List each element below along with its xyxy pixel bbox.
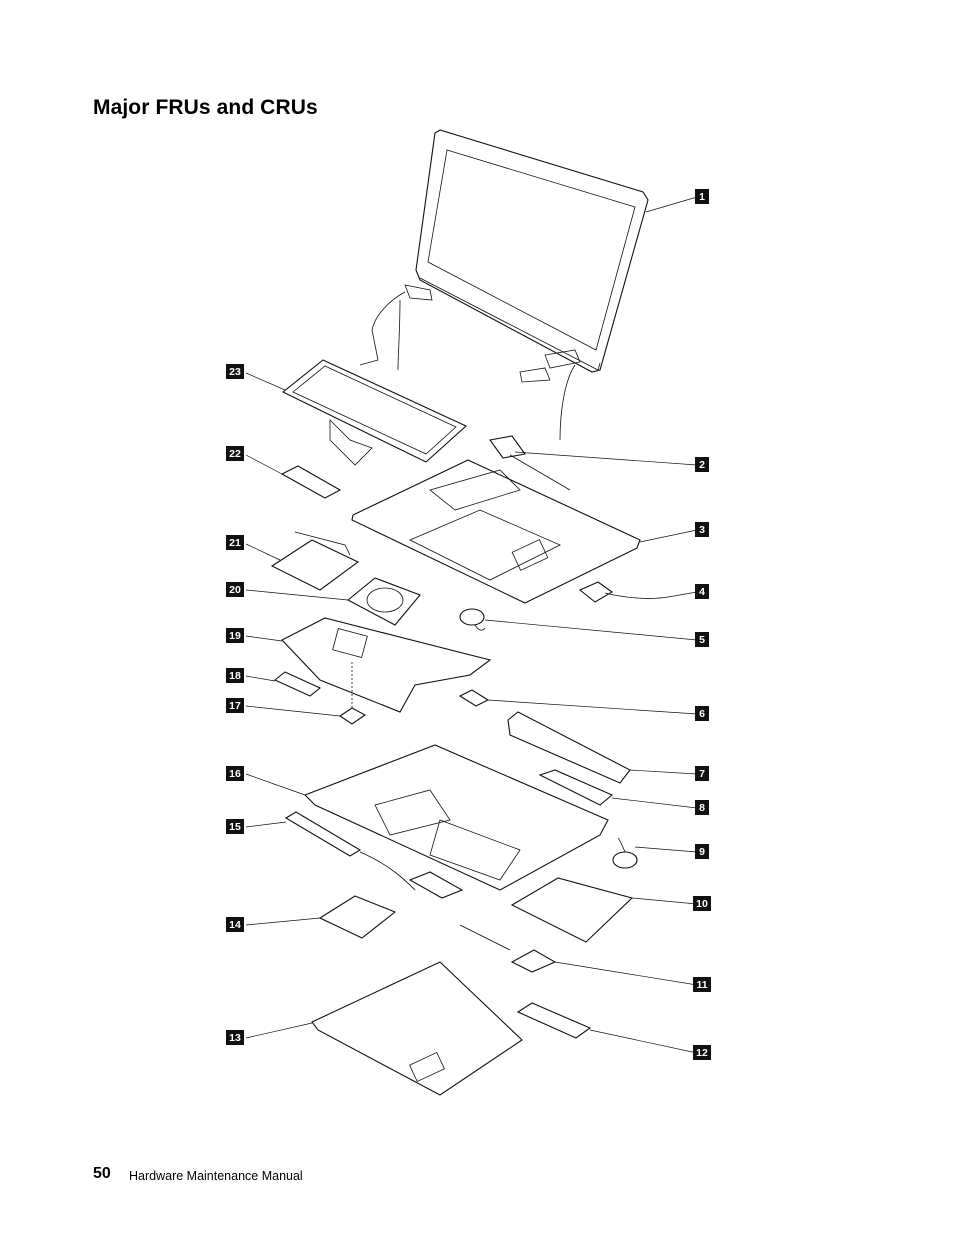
small-board	[578, 581, 669, 603]
callout-18: 18	[226, 668, 244, 683]
svg-text:16: 16	[229, 768, 241, 780]
page-title: Major FRUs and CRUs	[93, 96, 318, 119]
callout-15: 15	[226, 819, 244, 834]
memory-module	[273, 671, 322, 697]
callout-5: 5	[695, 632, 709, 647]
callout-4: 4	[695, 584, 709, 599]
dc-in-jack	[612, 837, 638, 869]
svg-text:6: 6	[699, 708, 705, 720]
callout-17: 17	[226, 698, 244, 713]
callout-22: 22	[226, 446, 244, 461]
lcd-assembly	[359, 129, 649, 441]
svg-text:23: 23	[229, 366, 241, 378]
svg-text:9: 9	[699, 846, 705, 858]
wireless-card	[458, 689, 490, 707]
svg-text:22: 22	[229, 448, 241, 460]
svg-text:10: 10	[696, 898, 708, 910]
callout-9: 9	[695, 844, 709, 859]
optical-drive	[510, 877, 634, 943]
svg-text:12: 12	[696, 1047, 708, 1059]
svg-text:11: 11	[696, 979, 707, 991]
callout-14: 14	[226, 917, 244, 932]
callout-21: 21	[226, 535, 244, 550]
callout-6: 6	[695, 706, 709, 721]
fan	[347, 577, 421, 626]
system-board	[281, 617, 492, 713]
leader-lines	[245, 196, 698, 1054]
callout-19: 19	[226, 628, 244, 643]
callout-2: 2	[695, 457, 709, 472]
callout-12: 12	[693, 1045, 711, 1060]
callout-23: 23	[226, 364, 244, 379]
svg-text:13: 13	[229, 1032, 241, 1044]
svg-text:20: 20	[229, 584, 241, 596]
svg-text:3: 3	[699, 524, 705, 536]
svg-text:14: 14	[229, 919, 241, 931]
footer-manual-title: Hardware Maintenance Manual	[129, 1169, 303, 1183]
svg-text:17: 17	[229, 700, 241, 712]
base-cover	[304, 744, 609, 891]
connector-board	[538, 769, 614, 806]
thermal-module	[270, 531, 360, 591]
callout-3: 3	[695, 522, 709, 537]
svg-text:7: 7	[699, 768, 705, 780]
callout-8: 8	[695, 800, 709, 815]
sub-board	[516, 1002, 592, 1039]
coin-battery	[459, 608, 486, 631]
io-board	[459, 924, 557, 973]
svg-text:8: 8	[699, 802, 705, 814]
svg-text:1: 1	[699, 191, 705, 203]
callout-1: 1	[695, 189, 709, 204]
strip-part	[280, 465, 342, 499]
bottom-cover	[311, 961, 523, 1096]
speaker	[284, 811, 464, 899]
cpu	[339, 660, 367, 725]
svg-text:4: 4	[699, 586, 705, 598]
callout-7: 7	[695, 766, 709, 781]
svg-text:2: 2	[699, 459, 705, 471]
callout-16: 16	[226, 766, 244, 781]
svg-text:19: 19	[229, 630, 241, 642]
footer-page-number: 50	[93, 1165, 111, 1182]
svg-text:18: 18	[229, 670, 241, 682]
svg-text:15: 15	[229, 821, 241, 833]
battery	[507, 711, 631, 784]
svg-text:21: 21	[229, 537, 241, 549]
keyboard	[281, 359, 467, 466]
callout-11: 11	[693, 977, 711, 992]
callout-13: 13	[226, 1030, 244, 1045]
svg-text:5: 5	[699, 634, 705, 646]
bracket-part	[489, 435, 571, 491]
keyboard-bezel	[351, 459, 641, 604]
hard-disk-drive	[318, 895, 397, 939]
callout-20: 20	[226, 582, 244, 597]
callout-10: 10	[693, 896, 711, 911]
